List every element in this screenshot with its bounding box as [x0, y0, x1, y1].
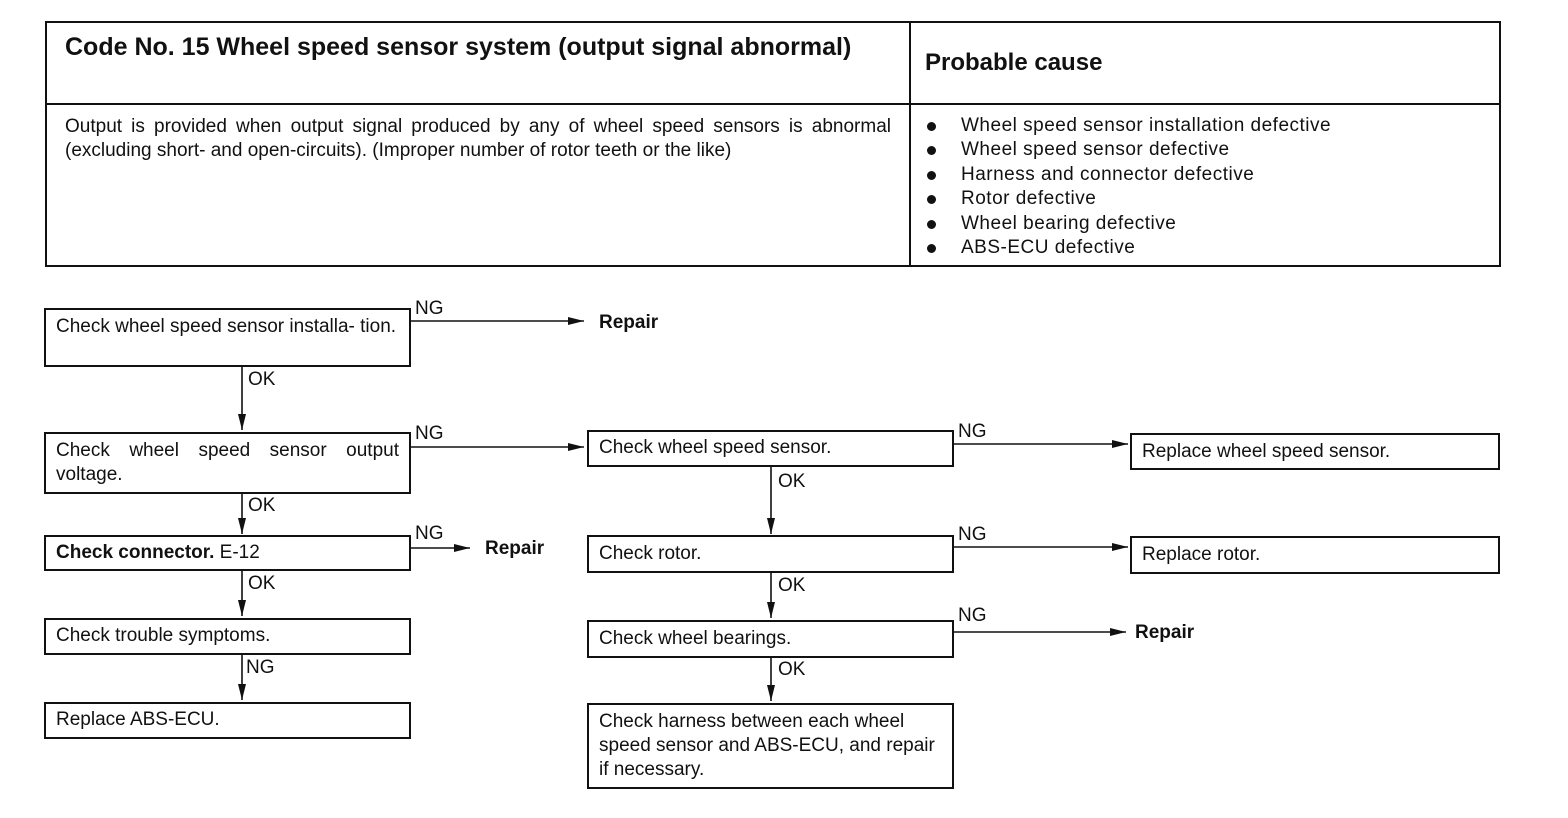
ng-label: NG [246, 657, 275, 678]
ng-label: NG [958, 524, 987, 545]
replace-sensor-text: Replace wheel speed sensor. [1142, 441, 1391, 462]
replace-sensor-box: Replace wheel speed sensor. [1130, 433, 1500, 470]
bullet-icon [927, 219, 936, 229]
ok-label: OK [248, 573, 276, 594]
cause-item: Wheel speed sensor installation defectiv… [925, 114, 1331, 138]
ng-label: NG [958, 421, 987, 442]
cause-text: Wheel bearing defective [961, 212, 1177, 234]
bullet-icon [927, 195, 936, 205]
probable-cause-list: Wheel speed sensor installation defectiv… [925, 114, 1331, 260]
check-rotor-text: Check rotor. [599, 543, 702, 564]
cause-text: Rotor defective [961, 188, 1097, 210]
bullet-icon [927, 244, 936, 254]
check-sensor-text: Check wheel speed sensor. [599, 437, 832, 458]
ok-label: OK [778, 575, 806, 596]
bullet-icon [927, 170, 936, 180]
check-install-text: Check wheel speed sensor installa- tion. [56, 316, 397, 337]
ok-label: OK [248, 495, 276, 516]
check-trouble-text: Check trouble symptoms. [56, 625, 271, 646]
check-connector-text: Check connector. [56, 542, 215, 563]
check-trouble-box: Check trouble symptoms. [44, 618, 411, 655]
check-connector-box: Check connector. E-12 [44, 535, 411, 571]
code-header-table: Code No. 15 Wheel speed sensor system (o… [45, 21, 1501, 267]
check-harness-box: Check harness between each wheel speed s… [587, 703, 954, 789]
table-row-divider [47, 103, 1499, 105]
cause-item: Rotor defective [925, 187, 1331, 211]
ok-label: OK [778, 471, 806, 492]
probable-cause-title: Probable cause [925, 49, 1103, 76]
cause-text: Wheel speed sensor installation defectiv… [961, 115, 1332, 136]
repair-label: Repair [1135, 622, 1195, 643]
connector-code: E-12 [219, 542, 260, 563]
ng-label: NG [415, 298, 444, 319]
ng-label: NG [415, 423, 444, 444]
cause-item: Wheel bearing defective [925, 212, 1331, 236]
ng-label: NG [958, 605, 987, 626]
repair-label: Repair [485, 538, 545, 559]
replace-rotor-box: Replace rotor. [1130, 536, 1500, 574]
ok-label: OK [248, 369, 276, 390]
check-output-voltage-text: Check wheel speed sensor output voltage. [56, 440, 399, 485]
repair-label: Repair [599, 312, 659, 333]
replace-rotor-text: Replace rotor. [1142, 544, 1261, 565]
check-install-box: Check wheel speed sensor installa- tion. [44, 308, 411, 367]
cause-item: Harness and connector defective [925, 163, 1331, 187]
check-bearings-text: Check wheel bearings. [599, 628, 792, 649]
cause-item: ABS-ECU defective [925, 236, 1331, 260]
check-harness-text: Check harness between each wheel speed s… [599, 711, 935, 780]
replace-ecu-box: Replace ABS-ECU. [44, 702, 411, 739]
cause-text: Wheel speed sensor defective [961, 139, 1230, 161]
ng-label: NG [415, 523, 444, 544]
ok-label: OK [778, 659, 806, 680]
table-column-divider [909, 23, 911, 265]
check-output-voltage-box: Check wheel speed sensor output voltage. [44, 432, 411, 494]
cause-item: Wheel speed sensor defective [925, 138, 1331, 162]
bullet-icon [927, 122, 936, 131]
check-bearings-box: Check wheel bearings. [587, 620, 954, 658]
cause-text: Harness and connector defective [961, 163, 1255, 185]
code-description: Output is provided when output signal pr… [65, 116, 891, 161]
code-title: Code No. 15 Wheel speed sensor system (o… [65, 33, 852, 61]
check-rotor-box: Check rotor. [587, 535, 954, 573]
check-sensor-box: Check wheel speed sensor. [587, 430, 954, 467]
cause-text: ABS-ECU defective [961, 237, 1136, 259]
replace-ecu-text: Replace ABS-ECU. [56, 709, 220, 730]
bullet-icon [927, 146, 936, 156]
